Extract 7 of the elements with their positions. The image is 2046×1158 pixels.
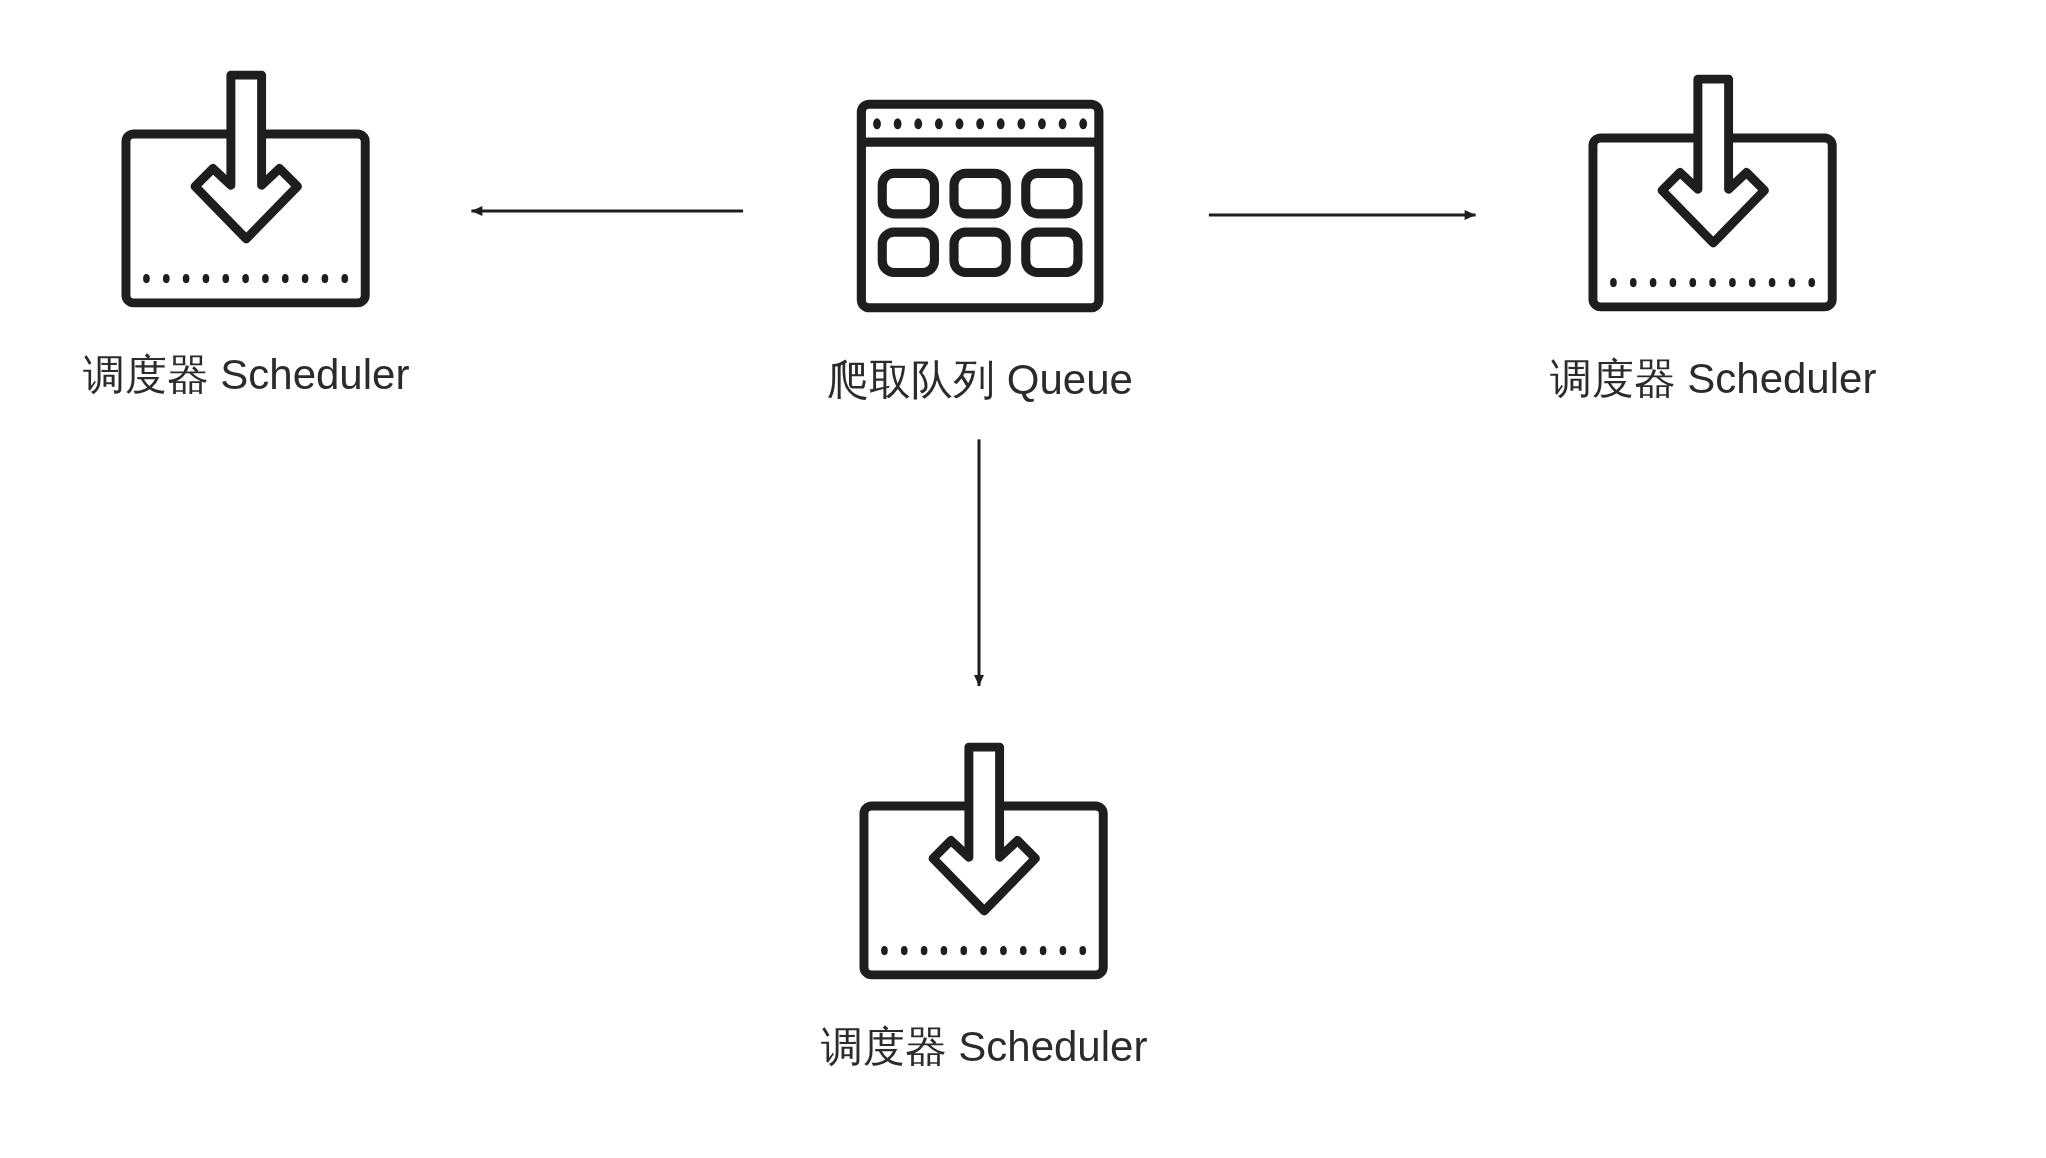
arrow bbox=[1208, 210, 1476, 220]
arrow bbox=[471, 206, 744, 216]
node-label: 调度器 Scheduler bbox=[820, 1022, 1148, 1072]
node-label: 爬取队列 Queue bbox=[827, 355, 1133, 405]
arrow bbox=[974, 439, 984, 686]
node-label: 调度器 Scheduler bbox=[82, 350, 410, 400]
node-label: 调度器 Scheduler bbox=[1549, 354, 1877, 404]
